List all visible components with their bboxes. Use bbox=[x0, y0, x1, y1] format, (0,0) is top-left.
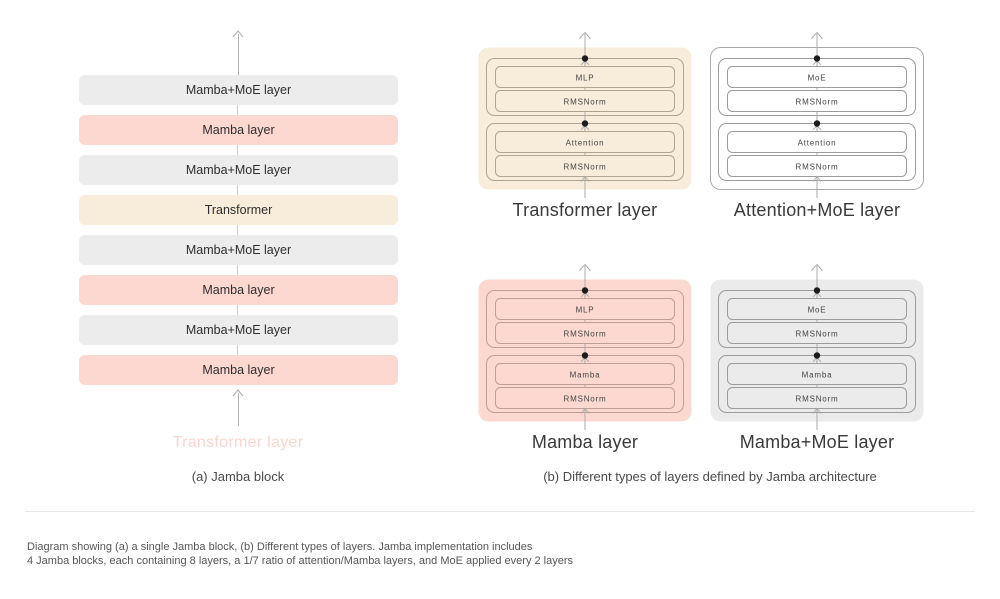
inner-box-label: RMSNorm bbox=[564, 330, 607, 339]
layer-card-transformer-layer: MLP RMSNorm Attention RMSNorm Transforme… bbox=[478, 31, 692, 220]
inner-box bbox=[727, 66, 907, 88]
output-arrow-line bbox=[238, 34, 239, 75]
jamba-layer-bar: Mamba layer bbox=[79, 355, 398, 385]
inner-box-label: Attention bbox=[798, 139, 837, 148]
input-arrow-line bbox=[238, 393, 239, 426]
divider-line bbox=[25, 511, 975, 512]
jamba-layer-bar: Mamba+MoE layer bbox=[79, 155, 398, 185]
up-arrow-icon bbox=[232, 389, 244, 397]
inner-box bbox=[727, 363, 907, 385]
inner-box bbox=[495, 131, 675, 153]
connector-line bbox=[237, 185, 238, 195]
inner-box-label: RMSNorm bbox=[796, 163, 839, 172]
layer-card-label: Mamba+MoE layer bbox=[739, 432, 895, 452]
jamba-block-stack: Transformer layer (a) Jamba block Mamba+… bbox=[0, 0, 460, 599]
inner-box-label: RMSNorm bbox=[564, 98, 607, 107]
inner-box-label: RMSNorm bbox=[564, 395, 607, 404]
up-arrow-icon bbox=[579, 263, 591, 271]
inner-box bbox=[495, 90, 675, 112]
up-arrow-icon bbox=[579, 31, 591, 39]
inner-box bbox=[727, 322, 907, 344]
up-arrow-icon bbox=[811, 31, 823, 39]
jamba-layer-bar: Mamba+MoE layer bbox=[79, 75, 398, 105]
inner-box bbox=[495, 298, 675, 320]
layer-card-label: Attention+MoE layer bbox=[733, 200, 901, 220]
jamba-layer-bar: Mamba layer bbox=[79, 115, 398, 145]
inner-box-label: RMSNorm bbox=[796, 330, 839, 339]
residual-add-dot bbox=[813, 287, 821, 294]
layer-card-label: Transformer layer bbox=[512, 200, 658, 220]
residual-add-dot bbox=[813, 352, 821, 359]
inner-box-label: Mamba bbox=[802, 371, 833, 380]
connector-line bbox=[237, 225, 238, 235]
up-arrow-icon bbox=[580, 407, 590, 414]
inner-box bbox=[495, 322, 675, 344]
up-arrow-icon bbox=[812, 407, 822, 414]
connector-line bbox=[237, 265, 238, 275]
inner-box-label: MoE bbox=[808, 306, 827, 315]
inner-box bbox=[495, 66, 675, 88]
connector-line bbox=[237, 345, 238, 355]
layer-card-label: Mamba layer bbox=[531, 432, 639, 452]
footer-line-1: Diagram showing (a) a single Jamba block… bbox=[27, 541, 533, 553]
ghost-transformer-label: Transformer layer bbox=[172, 434, 304, 451]
jamba-layer-bar: Mamba+MoE layer bbox=[79, 235, 398, 265]
inner-box-label: RMSNorm bbox=[564, 163, 607, 172]
residual-add-dot bbox=[581, 352, 589, 359]
inner-box-label: MLP bbox=[576, 306, 595, 315]
up-arrow-icon bbox=[811, 263, 823, 271]
residual-add-dot bbox=[581, 287, 589, 294]
inner-box bbox=[727, 131, 907, 153]
residual-add-dot bbox=[813, 55, 821, 62]
inner-box bbox=[727, 298, 907, 320]
footer-description: Diagram showing (a) a single Jamba block… bbox=[27, 540, 573, 568]
inner-box-label: RMSNorm bbox=[796, 395, 839, 404]
layer-card-mamba-moe-layer: MoE RMSNorm Mamba RMSNorm Mamba+MoE laye… bbox=[710, 263, 924, 452]
inner-box-label: RMSNorm bbox=[796, 98, 839, 107]
up-arrow-icon bbox=[812, 175, 822, 182]
inner-box-label: MoE bbox=[808, 74, 827, 83]
residual-add-dot bbox=[581, 120, 589, 127]
caption-a: (a) Jamba block bbox=[191, 469, 285, 484]
up-arrow-icon bbox=[580, 175, 590, 182]
connector-line bbox=[237, 105, 238, 115]
caption-b: (b) Different types of layers defined by… bbox=[543, 469, 877, 484]
layer-card-attention-moe-layer: MoE RMSNorm Attention RMSNorm Attention+… bbox=[710, 31, 924, 220]
residual-add-dot bbox=[581, 55, 589, 62]
connector-line bbox=[237, 305, 238, 315]
jamba-layer-bar: Mamba+MoE layer bbox=[79, 315, 398, 345]
connector-line bbox=[237, 145, 238, 155]
inner-box bbox=[495, 363, 675, 385]
up-arrow-icon bbox=[232, 30, 244, 38]
layer-card-mamba-layer: MLP RMSNorm Mamba RMSNorm Mamba layer bbox=[478, 263, 692, 452]
footer-line-2: 4 Jamba blocks, each containing 8 layers… bbox=[27, 555, 574, 567]
inner-box-label: MLP bbox=[576, 74, 595, 83]
inner-box bbox=[727, 90, 907, 112]
inner-box-label: Attention bbox=[566, 139, 605, 148]
jamba-layer-bar: Transformer bbox=[79, 195, 398, 225]
jamba-layer-bar: Mamba layer bbox=[79, 275, 398, 305]
residual-add-dot bbox=[813, 120, 821, 127]
inner-box-label: Mamba bbox=[570, 371, 601, 380]
